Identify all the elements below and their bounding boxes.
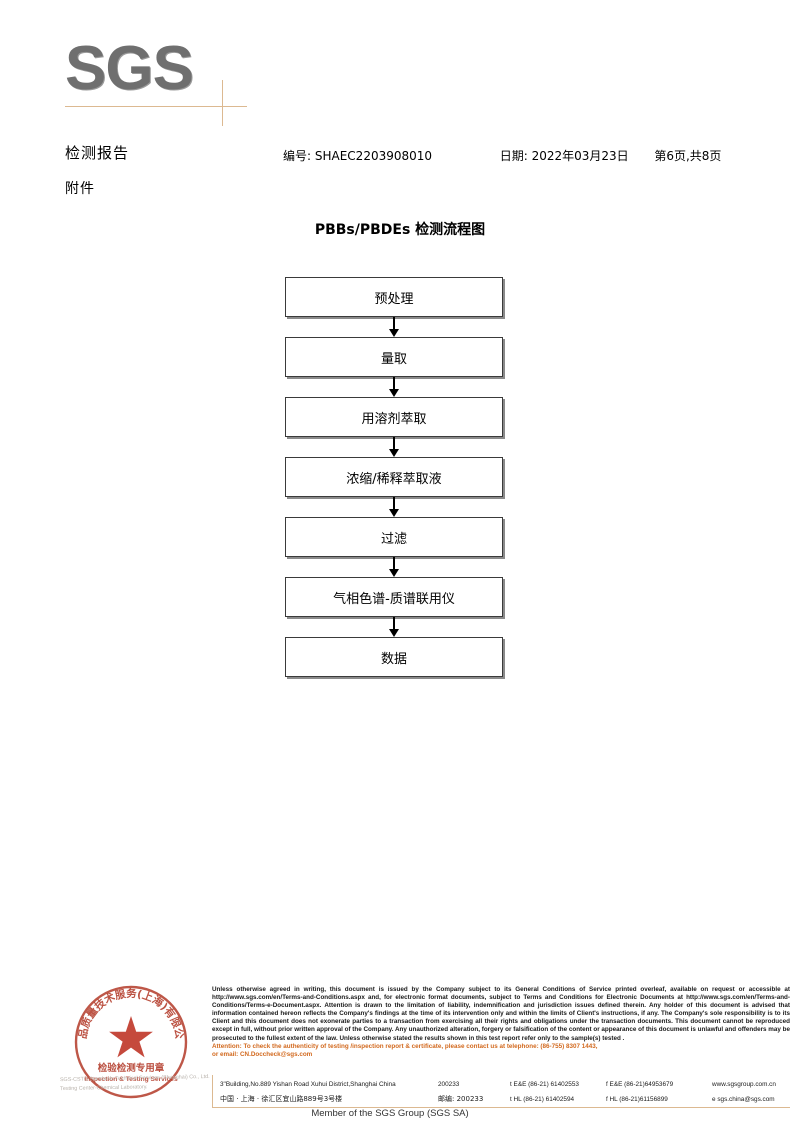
flow-node-pretreatment: 预处理 (285, 277, 503, 317)
zip-cn-label: 邮编: (438, 1095, 455, 1103)
flow-node-measure: 量取 (285, 337, 503, 377)
flowchart-title: PBBs/PBDEs 检测流程图 (314, 222, 486, 238)
page-subtitle: 附件 (65, 181, 95, 197)
attention-line-2: or email: CN.Doccheck@sgs.com (212, 1050, 313, 1058)
flow-node-label: 量取 (380, 351, 407, 367)
header-meta: 编号: SHAEC2203908010 日期: 2022年03月23日 第6页,… (283, 147, 721, 164)
zip-cn-value: 200233 (456, 1095, 484, 1103)
page-number: 第6页,共8页 (654, 149, 722, 163)
seal-icon: 产品质量技术服务(上海)有限公司 检验检测专用章 Inspection & Te… (72, 983, 188, 1099)
flow-arrow-down-icon (285, 437, 503, 457)
flow-arrow-down-icon (285, 557, 503, 577)
website: www.sgsgroup.com.cn (712, 1081, 776, 1088)
zip-en: 200233 (438, 1081, 460, 1088)
legal-paragraph: Unless otherwise agreed in writing, this… (212, 986, 790, 1042)
page-title: 检测报告 (65, 144, 130, 162)
flow-node-label: 过滤 (380, 531, 407, 547)
address-cn: 中国 · 上海 · 徐汇区宜山路889号3号楼 (220, 1095, 343, 1103)
flow-arrow-down-icon (285, 317, 503, 337)
attention-line-1: Attention: To check the authenticity of … (212, 1042, 598, 1050)
flow-node-label: 用溶剂萃取 (361, 411, 427, 427)
flow-node-label: 预处理 (374, 291, 414, 307)
svg-text:检验检测专用章: 检验检测专用章 (98, 1062, 165, 1074)
flow-node-label: 气相色谱-质谱联用仪 (333, 591, 455, 607)
flow-arrow-down-icon (285, 617, 503, 637)
flowchart: 预处理 量取 用溶剂萃取 浓缩/稀释萃取液 过滤 气相色谱- (285, 277, 503, 677)
sgs-logo-text: SGS (65, 34, 194, 103)
zip-cn: 邮编: 200233 (438, 1092, 510, 1107)
flow-node-data: 数据 (285, 637, 503, 677)
flow-node-label: 数据 (380, 651, 407, 667)
address-vertical-divider (212, 1075, 213, 1107)
fax-hl: f HL (86-21)61156899 (606, 1096, 668, 1103)
logo-horizontal-rule (65, 106, 247, 107)
legal-disclaimer: Unless otherwise agreed in writing, this… (212, 986, 790, 1059)
flow-arrow-down-icon (285, 377, 503, 397)
report-date-value: 2022年03月23日 (531, 149, 629, 163)
flow-node-filtration: 过滤 (285, 517, 503, 557)
email: e sgs.china@sgs.com (712, 1096, 775, 1103)
flow-node-gcms: 气相色谱-质谱联用仪 (285, 577, 503, 617)
address-en: 3"Building,No.889 Yishan Road Xuhui Dist… (220, 1081, 396, 1088)
contact-address-block: 3"Building,No.889 Yishan Road Xuhui Dist… (212, 1075, 790, 1108)
sgs-logo: SGS (65, 34, 265, 126)
flow-node-concentrate-dilute: 浓缩/稀释萃取液 (285, 457, 503, 497)
tel-ee: t E&E (86-21) 61402553 (510, 1081, 579, 1088)
flow-arrow-down-icon (285, 497, 503, 517)
tel-hl: t HL (86-21) 61402594 (510, 1096, 575, 1103)
flow-node-label: 浓缩/稀释萃取液 (346, 471, 442, 487)
report-date-label: 日期: (499, 149, 528, 163)
logo-vertical-rule (222, 80, 223, 126)
report-number-value: SHAEC2203908010 (314, 149, 433, 163)
address-row-chinese: 中国 · 上海 · 徐汇区宜山路889号3号楼 邮编: 200233 t HL … (220, 1092, 790, 1107)
member-of-sgs-group: Member of the SGS Group (SGS SA) (311, 1108, 469, 1119)
inspection-seal-stamp: 产品质量技术服务(上海)有限公司 检验检测专用章 Inspection & Te… (72, 983, 190, 1101)
address-row-english: 3"Building,No.889 Yishan Road Xuhui Dist… (220, 1077, 790, 1092)
svg-text:Inspection & Testing Services: Inspection & Testing Services (84, 1076, 178, 1083)
fax-ee: f E&E (86-21)64953679 (606, 1081, 674, 1088)
address-horizontal-divider (212, 1107, 790, 1108)
report-number-label: 编号: (283, 149, 312, 163)
flow-node-solvent-extraction: 用溶剂萃取 (285, 397, 503, 437)
